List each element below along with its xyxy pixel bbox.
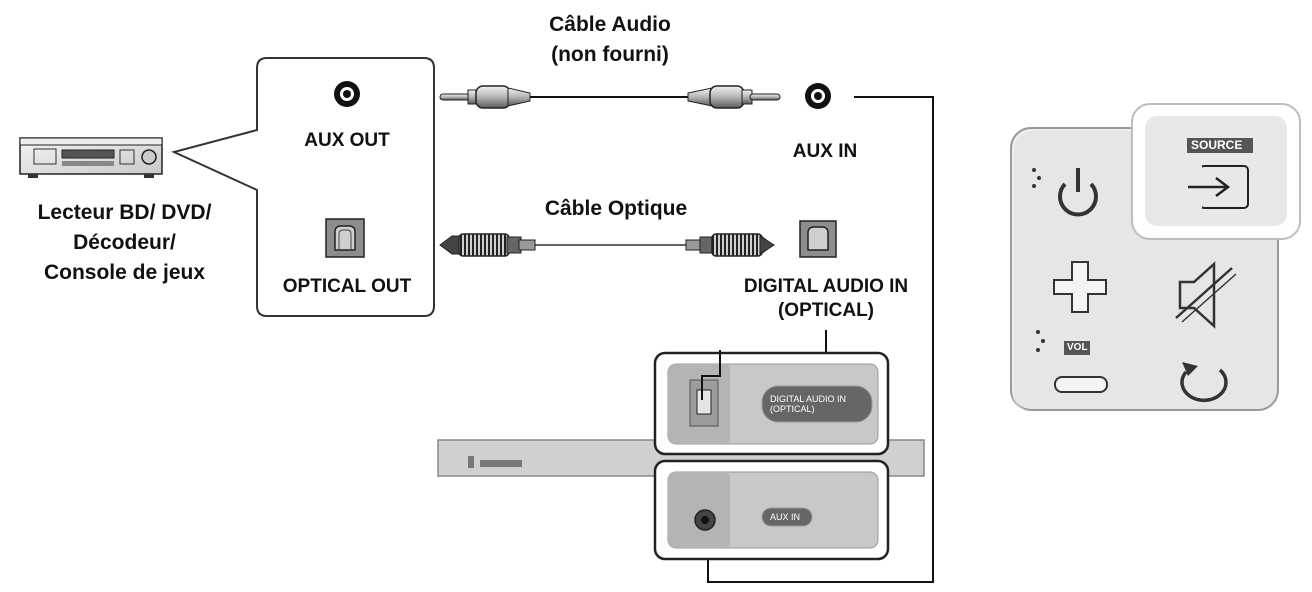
device-label: Lecteur BD/ DVD/ Décodeur/ Console de je… <box>12 198 237 288</box>
audio-cable-label-line-2: (non fourni) <box>551 43 669 66</box>
optical-cable-label: Câble Optique <box>544 197 688 220</box>
bd-dvd-player-icon <box>19 137 163 178</box>
digital-audio-in-label-line-1: DIGITAL AUDIO IN <box>743 276 909 297</box>
optical-out-label: OPTICAL OUT <box>282 276 412 297</box>
plus-icon <box>1053 261 1107 313</box>
volume-up-button[interactable] <box>1053 261 1107 313</box>
mute-button[interactable] <box>1175 261 1237 329</box>
aux-out-jack-icon <box>334 81 360 107</box>
vol-tag: VOL <box>1067 342 1088 353</box>
source-ports-callout <box>171 57 435 317</box>
rear-digital-label: DIGITAL AUDIO IN (OPTICAL) <box>770 394 846 414</box>
digital-audio-in-label-line-2: (OPTICAL) <box>777 300 875 321</box>
source-button[interactable] <box>1131 103 1301 240</box>
mute-icon <box>1175 261 1237 329</box>
audio-cable-label-line-1: Câble Audio <box>549 13 671 36</box>
optical-cable <box>439 233 775 257</box>
rear-digital-label-line-1: DIGITAL AUDIO IN <box>770 394 847 404</box>
source-tag: SOURCE <box>1191 138 1243 152</box>
audio-cable <box>439 85 781 109</box>
device-label-line-2: Décodeur/ <box>73 231 176 254</box>
repeat-button[interactable] <box>1180 362 1228 403</box>
optical-out-port-icon <box>325 218 365 258</box>
aux-out-label: AUX OUT <box>304 130 390 151</box>
audio-cable-label: Câble Audio (non fourni) <box>510 10 710 70</box>
vol-indicator <box>1036 330 1090 355</box>
minus-icon <box>1054 376 1108 393</box>
rear-panel-aux <box>653 459 890 561</box>
source-icon <box>1188 165 1249 209</box>
device-label-line-1: Lecteur BD/ DVD/ <box>37 201 212 224</box>
rear-aux-label: AUX IN <box>770 512 801 522</box>
repeat-icon <box>1180 362 1228 403</box>
digital-audio-in-port-icon <box>799 220 837 258</box>
aux-in-label: AUX IN <box>792 141 858 162</box>
digital-audio-in-label: DIGITAL AUDIO IN (OPTICAL) <box>714 275 938 323</box>
power-icon <box>1058 182 1098 217</box>
power-button[interactable] <box>1032 168 1098 217</box>
device-label-line-3: Console de jeux <box>43 261 206 284</box>
volume-down-button[interactable] <box>1054 376 1108 393</box>
rear-panel-digital <box>653 350 890 456</box>
aux-in-jack-icon <box>805 83 831 109</box>
rear-digital-label-line-2: (OPTICAL) <box>770 404 815 414</box>
